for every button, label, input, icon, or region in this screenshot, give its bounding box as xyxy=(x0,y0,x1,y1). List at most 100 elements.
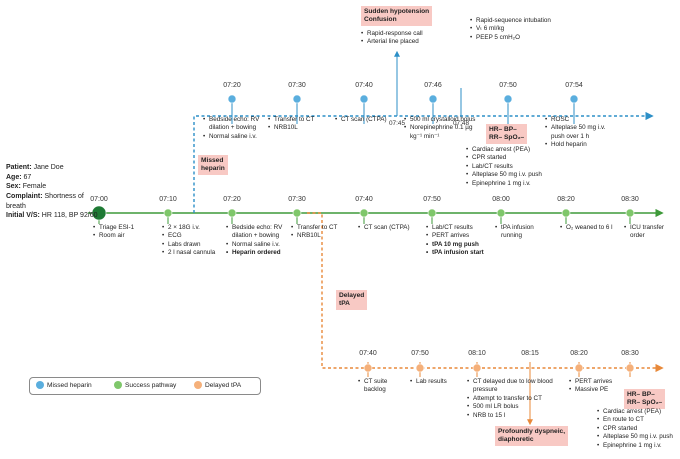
event-item: PEEP 5 cmH₂O xyxy=(470,34,552,43)
event-item: Lab/CT results xyxy=(466,163,566,172)
event-item: Alteplase 50 mg i.v. push xyxy=(597,433,680,442)
missed-arrest-tag: HR– BP–RR– SpO₂– xyxy=(486,124,528,145)
tag-line: Confusion xyxy=(364,16,397,24)
tag-line: RR– SpO₂– xyxy=(627,399,663,407)
success-event-dot xyxy=(359,208,369,218)
patient-info: Patient: Jane Doe Age: 67 Sex: Female Co… xyxy=(6,163,102,221)
legend-item-success: Success pathway xyxy=(114,381,176,389)
patient-vitals-row: Initial V/S: HR 118, BP 92/60 xyxy=(6,212,98,220)
tag-line: Sudden hypotension xyxy=(364,8,430,15)
delayed-event-items: CT delayed due to low blood pressureAtte… xyxy=(467,378,561,421)
missed-arrest-items: Cardiac arrest (PEA)CPR startedLab/CT re… xyxy=(466,146,566,189)
tag-line: tPA xyxy=(339,300,350,308)
legend-success-dot xyxy=(114,381,122,389)
event-item: ICU transfer order xyxy=(624,224,676,241)
event-item: Heparin ordered xyxy=(226,249,302,258)
success-event-time: 07:10 xyxy=(159,196,177,203)
tag-line: Missed xyxy=(201,157,224,164)
success-event-time: 07:40 xyxy=(355,196,373,203)
event-item: Triage ESI-1 xyxy=(93,224,161,233)
event-item: Norepinephrine 0.1 µg kg⁻¹ min⁻¹ xyxy=(404,124,484,141)
missed-event-dot xyxy=(292,94,302,104)
delayed-event-dot xyxy=(574,363,584,373)
delayed-event-dot xyxy=(472,363,482,373)
event-item: Rapid-response call xyxy=(361,30,461,39)
event-item: CT scan (CTPA) xyxy=(335,116,401,125)
delayed-event-time: 08:30 xyxy=(621,350,639,357)
success-start-dot xyxy=(91,205,107,221)
success-event-items: CT scan (CTPA) xyxy=(358,224,424,233)
missed-event-time: 07:20 xyxy=(223,82,241,89)
delayed-event-dot xyxy=(363,363,373,373)
event-item: 500 ml crystalloid bolus xyxy=(404,116,484,125)
event-item: NRB10L xyxy=(268,124,334,133)
patient-sex-row: Sex: Female xyxy=(6,183,47,191)
event-item: CT suite backlog xyxy=(358,378,402,395)
event-item: Vₜ 6 ml/kg xyxy=(470,25,552,34)
missed-0748-items: Rapid-sequence intubationVₜ 6 ml/kgPEEP … xyxy=(470,17,552,43)
event-item: Normal saline i.v. xyxy=(226,241,302,250)
delayed-arrest-items: Cardiac arrest (PEA)En route to CTCPR st… xyxy=(597,408,680,451)
tag-line: HR– BP– xyxy=(627,391,655,398)
event-item: tPA infusion running xyxy=(495,224,555,241)
success-event-items: Transfer to CTNRB10L xyxy=(291,224,351,241)
delayed-event-time: 08:15 xyxy=(521,350,539,357)
success-event-dot xyxy=(561,208,571,218)
success-event-items: Lab/CT resultsPERT arrivestPA 10 mg push… xyxy=(426,224,498,258)
event-item: Rapid-sequence intubation xyxy=(470,17,552,26)
event-item: Cardiac arrest (PEA) xyxy=(597,408,680,417)
success-event-time: 07:20 xyxy=(223,196,241,203)
legend-item-delayed: Delayed tPA xyxy=(194,381,241,389)
event-item: tPA infusion start xyxy=(426,249,498,258)
event-item: CPR started xyxy=(597,425,680,434)
delayed-event-dot xyxy=(415,363,425,373)
event-item: Cardiac arrest (PEA) xyxy=(466,146,566,155)
legend: Missed heparin Success pathway Delayed t… xyxy=(29,377,261,395)
missed-event-dot xyxy=(503,94,513,104)
success-event-time: 08:00 xyxy=(492,196,510,203)
event-item: Arterial line placed xyxy=(361,38,461,47)
event-item: PERT arrives xyxy=(569,378,635,387)
event-item: Alteplase 50 mg i.v. push over 1 h xyxy=(545,124,611,141)
missed-0748-time: 07:48 xyxy=(453,120,469,127)
tag-line: heparin xyxy=(201,165,225,173)
event-item: tPA 10 mg push xyxy=(426,241,498,250)
event-item: Massive PE xyxy=(569,386,635,395)
event-item: Epinephrine 1 mg i.v. xyxy=(466,180,566,189)
success-event-dot xyxy=(227,208,237,218)
patient-age-row: Age: 67 xyxy=(6,173,32,181)
tag-line: Profoundly dyspneic, xyxy=(498,428,566,435)
event-item: NRB10L xyxy=(291,232,351,241)
legend-missed-dot xyxy=(36,381,44,389)
tag-line: Delayed xyxy=(339,292,365,299)
event-item: En route to CT xyxy=(597,416,680,425)
event-item: Attempt to transfer to CT xyxy=(467,395,561,404)
missed-timeline-line xyxy=(193,111,654,213)
missed-event-items: Transfer to CTNRB10L xyxy=(268,116,334,133)
missed-event-time: 07:30 xyxy=(288,82,306,89)
event-item: ROSC xyxy=(545,116,611,125)
event-item: NRB to 15 l xyxy=(467,412,561,421)
event-item: Room air xyxy=(93,232,161,241)
missed-event-items: CT scan (CTPA) xyxy=(335,116,401,125)
event-item: Alteplase 50 mg i.v. push xyxy=(466,171,566,180)
missed-0745-time: 07:45 xyxy=(389,120,405,127)
event-item: Transfer to CT xyxy=(291,224,351,233)
delayed-event-items: Lab results xyxy=(410,378,450,387)
event-item: Transfer to CT xyxy=(268,116,334,125)
missed-event-time: 07:50 xyxy=(499,82,517,89)
event-item: 2 l nasal cannula xyxy=(162,249,218,258)
dyspneic-tag: Profoundly dyspneic,diaphoretic xyxy=(495,426,569,447)
success-event-dot xyxy=(292,208,302,218)
success-event-dot xyxy=(427,208,437,218)
event-item: Lab/CT results xyxy=(426,224,498,233)
tag-line: RR– SpO₂– xyxy=(489,134,525,142)
legend-item-missed: Missed heparin xyxy=(36,381,92,389)
delayed-timeline-line xyxy=(307,212,664,373)
missed-event-time: 07:46 xyxy=(424,82,442,89)
event-item: 2 × 18G i.v. xyxy=(162,224,218,233)
success-event-time: 07:30 xyxy=(288,196,306,203)
missed-event-items: ROSCAlteplase 50 mg i.v. push over 1 hHo… xyxy=(545,116,611,150)
event-item: ECG xyxy=(162,232,218,241)
